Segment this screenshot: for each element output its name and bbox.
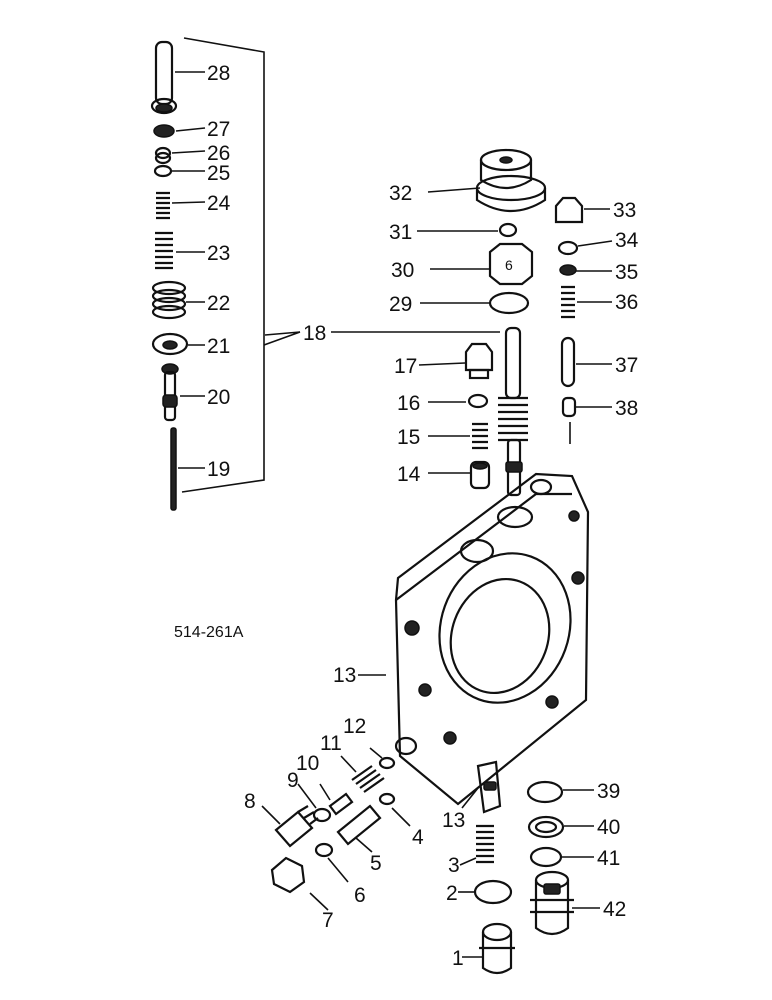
part-20-poppet	[161, 363, 179, 422]
callout-41: 41	[597, 847, 620, 870]
callout-16: 16	[397, 392, 420, 415]
svg-text:6: 6	[505, 257, 513, 273]
callout-18: 18	[303, 322, 326, 345]
part-4-oring	[378, 792, 396, 806]
part-12-seat	[378, 756, 396, 770]
callout-25: 25	[207, 162, 230, 185]
callout-19: 19	[207, 458, 230, 481]
callout-38: 38	[615, 397, 638, 420]
part-36-spring	[561, 285, 575, 319]
part-29-oring	[488, 291, 530, 315]
callout-34: 34	[615, 229, 639, 252]
callout-33: 33	[613, 199, 636, 222]
callout-23: 23	[207, 242, 230, 265]
callout-31: 31	[389, 221, 412, 244]
part-40-backup-ring	[527, 815, 565, 839]
part-1-plug	[479, 922, 515, 975]
callout-26: 26	[207, 142, 230, 165]
callout-15: 15	[397, 426, 420, 449]
callout-5: 5	[370, 852, 382, 875]
callout-13-connector: 13	[442, 809, 465, 832]
part-24-spring	[156, 191, 170, 220]
part-18-valve-spool	[498, 326, 528, 497]
part-33-plug	[554, 196, 584, 224]
callout-22: 22	[207, 292, 230, 315]
part-37-ring	[560, 336, 576, 388]
callout-28: 28	[207, 62, 230, 85]
callout-35: 35	[615, 261, 638, 284]
part-5-sleeve	[336, 804, 382, 846]
part-35-washer	[559, 264, 577, 276]
callout-1: 1	[452, 947, 464, 970]
part-38-check	[561, 396, 577, 418]
part-32-cap	[475, 148, 547, 212]
part-2-oring	[473, 879, 513, 905]
valve-body	[394, 472, 590, 806]
part-8-fitting	[274, 805, 319, 848]
part-14-plunger	[469, 460, 491, 490]
callout-21: 21	[207, 335, 230, 358]
callout-8: 8	[244, 790, 256, 813]
part-28-pin	[150, 40, 178, 115]
callout-37: 37	[615, 354, 638, 377]
part-39-oring	[526, 780, 564, 804]
part-42-relief-valve	[530, 870, 574, 936]
part-27-washer	[153, 124, 175, 138]
part-34-oring	[557, 240, 579, 256]
callout-9: 9	[287, 769, 299, 792]
part-6-oring	[314, 842, 334, 858]
drawing-code: 514-261A	[174, 624, 244, 641]
part-9-oring	[312, 807, 332, 823]
callout-24: 24	[207, 192, 231, 215]
callout-36: 36	[615, 291, 638, 314]
part-13-connector	[476, 760, 502, 814]
part-19-rod	[170, 427, 177, 511]
part-22-spring	[151, 280, 187, 320]
part-16-oring	[467, 393, 489, 409]
callout-29: 29	[389, 293, 412, 316]
part-41-oring	[529, 846, 563, 868]
part-15-spring	[472, 422, 488, 450]
part-17-plug	[464, 342, 494, 380]
part-7-plug	[270, 856, 306, 894]
callout-20: 20	[207, 386, 230, 409]
callout-14: 14	[397, 463, 421, 486]
callout-12: 12	[343, 715, 366, 738]
callout-17: 17	[394, 355, 417, 378]
part-26-ring	[154, 146, 172, 165]
callout-2: 2	[446, 882, 458, 905]
part-23-spring	[155, 231, 173, 270]
callout-10: 10	[296, 752, 319, 775]
part-30-nut: 6	[488, 242, 534, 286]
callout-11: 11	[320, 732, 342, 755]
callout-40: 40	[597, 816, 620, 839]
callout-32: 32	[389, 182, 412, 205]
part-10-poppet	[328, 792, 354, 816]
callout-3: 3	[448, 854, 460, 877]
callout-27: 27	[207, 118, 230, 141]
callout-39: 39	[597, 780, 620, 803]
part-31-oring	[498, 222, 518, 238]
callout-30: 30	[391, 259, 414, 282]
part-3-spring	[476, 824, 494, 864]
part-25-oring	[153, 164, 173, 178]
callout-7: 7	[322, 909, 334, 932]
callout-6: 6	[354, 884, 366, 907]
callout-42: 42	[603, 898, 626, 921]
part-11-spring	[351, 765, 385, 793]
callout-13-body: 13	[333, 664, 356, 687]
part-21-seat	[151, 332, 189, 356]
callout-4: 4	[412, 826, 424, 849]
